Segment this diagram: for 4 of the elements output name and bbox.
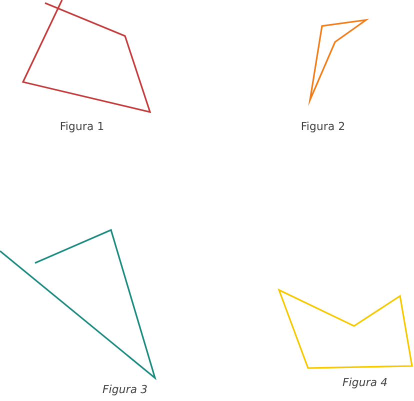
figure-caption: Figura 4 <box>342 378 387 388</box>
figure-caption: Figura 3 <box>102 384 147 396</box>
figure-caption: Figura 1 <box>60 122 104 132</box>
figure-caption: Figura 2 <box>302 122 344 132</box>
